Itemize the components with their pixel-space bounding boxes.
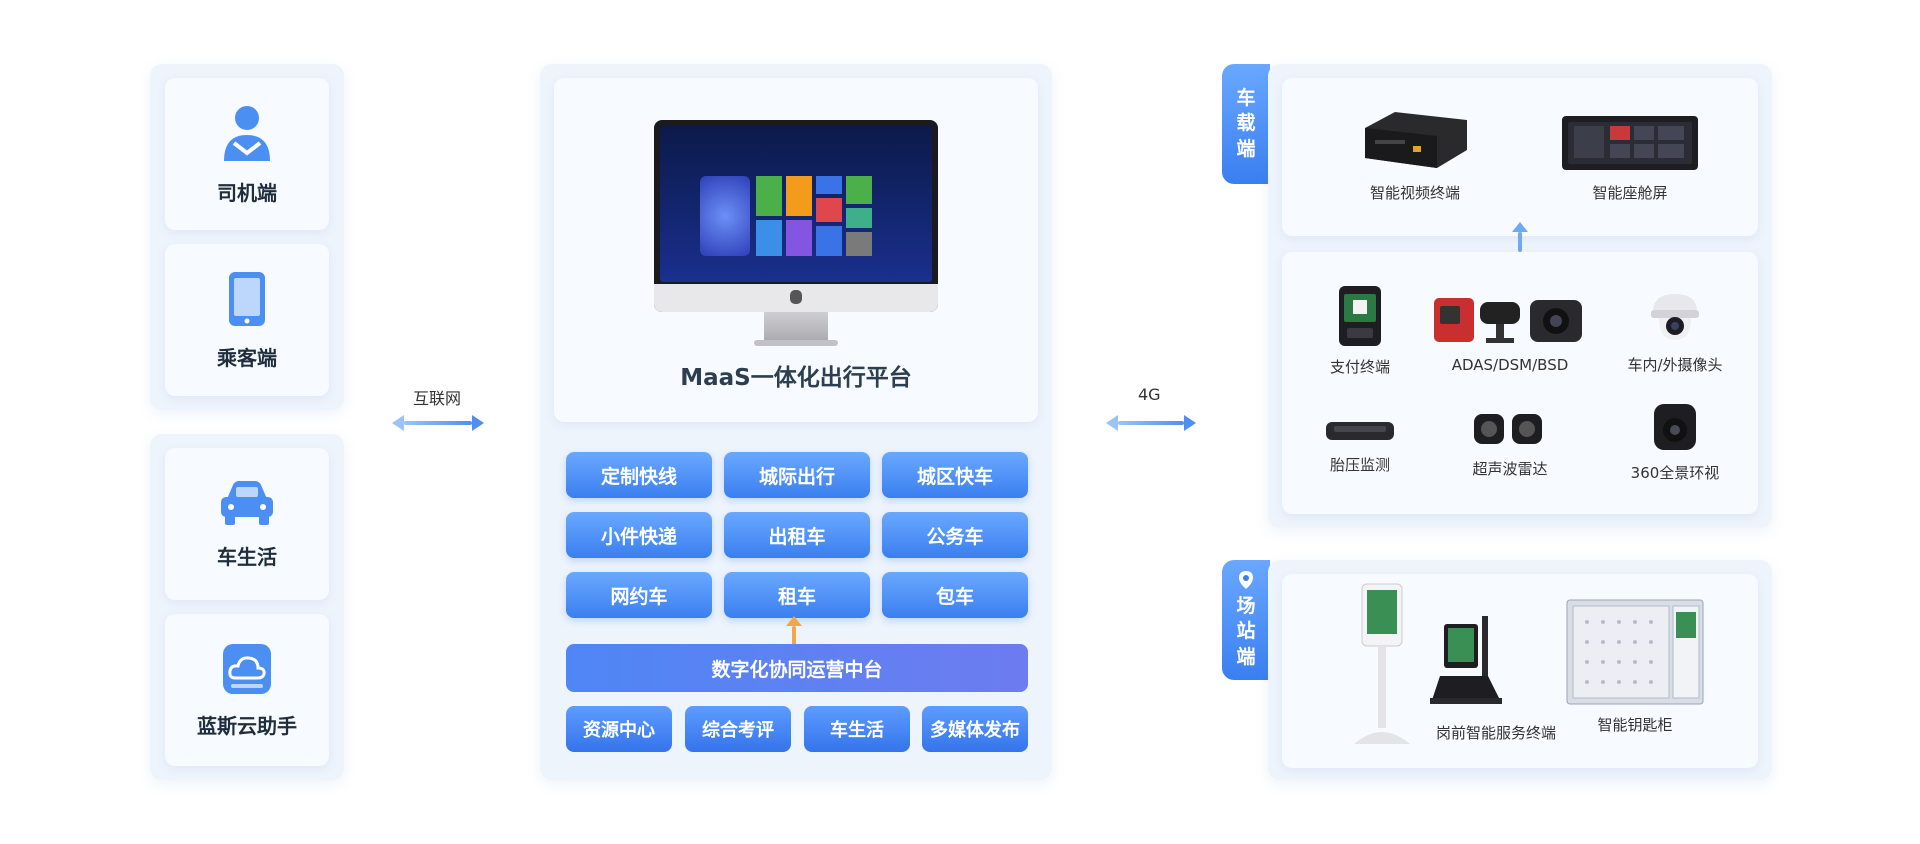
- platform-link-arrow: [786, 616, 802, 656]
- passenger-card[interactable]: 乘客端: [165, 244, 329, 396]
- cloud-assistant-label: 蓝斯云助手: [197, 713, 297, 738]
- service-taxi[interactable]: 出租车: [724, 512, 870, 558]
- cloud-assistant-icon: [223, 643, 271, 694]
- internet-label: 互联网: [413, 389, 462, 408]
- adas-dsm-bsd[interactable]: ADAS/DSM/BSD: [1430, 292, 1590, 374]
- tire-pressure-monitor[interactable]: 胎压监测: [1300, 416, 1420, 475]
- tire-pressure-image: [1326, 422, 1394, 440]
- video-terminal-image: [1365, 112, 1467, 168]
- payment-terminal[interactable]: 支付终端: [1300, 284, 1420, 377]
- module-resource-center[interactable]: 资源中心: [566, 706, 672, 752]
- platform-display-card: MaaS一体化出行平台: [554, 78, 1038, 422]
- station-side-tab: 场 站 端: [1222, 560, 1270, 680]
- vehicle-side-tab: 车 载 端: [1222, 64, 1270, 184]
- module-car-life[interactable]: 车生活: [804, 706, 910, 752]
- location-pin-icon: [1239, 570, 1253, 589]
- panoramic-360-view[interactable]: 360全景环视: [1610, 400, 1740, 483]
- driver-card[interactable]: 司机端: [165, 78, 329, 230]
- driver-label: 司机端: [217, 180, 277, 205]
- car-icon: [221, 480, 273, 525]
- module-evaluation[interactable]: 综合考评: [685, 706, 791, 752]
- adas-cameras-image: [1434, 298, 1582, 343]
- station-tab-char-3: 端: [1236, 645, 1256, 668]
- station-tab-char-1: 场: [1236, 594, 1256, 617]
- ultrasonic-radar[interactable]: 超声波雷达: [1440, 406, 1580, 479]
- service-official-car[interactable]: 公务车: [882, 512, 1028, 558]
- pre-shift-service-terminal-label: 岗前智能服务终端: [1435, 724, 1556, 742]
- service-terminal-image: [1354, 583, 1502, 744]
- interior-exterior-camera-label: 车内/外摄像头: [1627, 356, 1723, 374]
- payment-terminal-label: 支付终端: [1329, 358, 1390, 376]
- station-tab-char-2: 站: [1236, 620, 1256, 643]
- service-custom-express[interactable]: 定制快线: [566, 452, 712, 498]
- pre-shift-service-terminal[interactable]: 岗前智能服务终端: [1320, 580, 1560, 744]
- ultrasonic-radar-image: [1474, 414, 1542, 444]
- module-multimedia[interactable]: 多媒体发布: [922, 706, 1028, 752]
- service-intercity[interactable]: 城际出行: [724, 452, 870, 498]
- smart-key-cabinet-label: 智能钥匙柜: [1597, 716, 1673, 734]
- internet-arrow: [392, 415, 484, 431]
- service-parcel[interactable]: 小件快递: [566, 512, 712, 558]
- ultrasonic-radar-label: 超声波雷达: [1472, 460, 1548, 478]
- payment-terminal-image: [1339, 286, 1381, 346]
- service-ride-hailing[interactable]: 网约车: [566, 572, 712, 618]
- 4g-label: 4G: [1138, 385, 1161, 404]
- vehicle-tab-char-3: 端: [1236, 137, 1256, 160]
- phone-icon: [229, 271, 265, 326]
- vehicle-tab-char-1: 车: [1236, 86, 1256, 109]
- smart-key-cabinet[interactable]: 智能钥匙柜: [1560, 598, 1710, 735]
- tire-pressure-monitor-label: 胎压监测: [1329, 456, 1390, 474]
- vehicle-link-arrow: [1512, 222, 1528, 262]
- service-charter[interactable]: 包车: [882, 572, 1028, 618]
- cloud-assistant-card[interactable]: 蓝斯云助手: [165, 614, 329, 766]
- interior-exterior-camera[interactable]: 车内/外摄像头: [1610, 290, 1740, 375]
- panoramic-360-view-label: 360全景环视: [1630, 464, 1720, 482]
- panoramic-camera-image: [1654, 404, 1696, 450]
- platform-title: MaaS一体化出行平台: [680, 365, 912, 391]
- smart-cockpit-screen[interactable]: 智能座舱屏: [1555, 112, 1705, 203]
- key-cabinet-image: [1566, 599, 1704, 705]
- smart-video-terminal[interactable]: 智能视频终端: [1340, 110, 1490, 203]
- driver-icon: [224, 105, 270, 161]
- smart-video-terminal-label: 智能视频终端: [1369, 184, 1460, 202]
- service-rental[interactable]: 租车: [724, 572, 870, 618]
- service-urban-express[interactable]: 城区快车: [882, 452, 1028, 498]
- car-life-label: 车生活: [217, 544, 277, 569]
- digital-ops-middle-platform[interactable]: 数字化协同运营中台: [566, 644, 1028, 692]
- vehicle-tab-char-2: 载: [1236, 112, 1256, 135]
- smart-cockpit-screen-label: 智能座舱屏: [1592, 184, 1668, 202]
- passenger-label: 乘客端: [217, 345, 277, 370]
- 4g-arrow: [1106, 415, 1196, 431]
- dome-camera-image: [1651, 294, 1699, 340]
- adas-dsm-bsd-label: ADAS/DSM/BSD: [1451, 356, 1569, 374]
- cockpit-screen-image: [1562, 116, 1698, 170]
- monitor-illustration: [654, 120, 938, 350]
- car-life-card[interactable]: 车生活: [165, 448, 329, 600]
